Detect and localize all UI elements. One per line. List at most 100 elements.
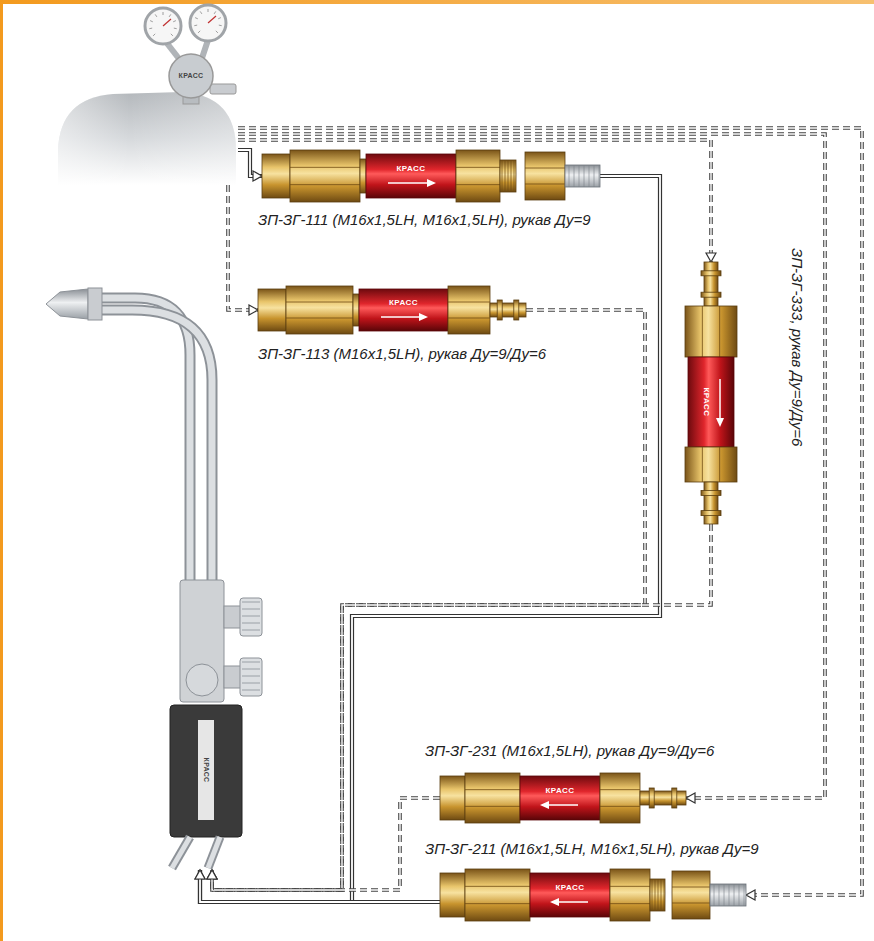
knurl <box>242 683 260 684</box>
hex-edge <box>525 168 565 169</box>
gauge-tick <box>200 11 202 14</box>
dashed-hose-line <box>228 185 258 310</box>
line-outline <box>212 524 711 890</box>
hose-rib <box>724 884 725 906</box>
gauge-tick <box>208 9 209 12</box>
gauge-tick <box>198 31 200 33</box>
hose-rib <box>739 884 740 906</box>
thread-line <box>508 160 509 192</box>
nipple-barb <box>701 511 721 516</box>
hose-rib <box>714 884 715 906</box>
nipple-barb <box>701 271 721 276</box>
hose-rib <box>734 884 735 906</box>
line-core <box>200 870 440 902</box>
flashback-arrestor: КРАССЗП-ЗГ-333, рукав Ду=9/Ду=6 <box>680 262 742 524</box>
gas-cylinder: КРАСС <box>58 0 238 185</box>
gauge-tick <box>216 31 218 33</box>
gauge-tick <box>214 11 216 14</box>
torch-tube <box>80 298 190 580</box>
red-body <box>359 289 448 331</box>
regulator-outlet <box>210 84 236 94</box>
line-core <box>238 140 711 262</box>
hose-rib <box>569 165 570 187</box>
thread-line <box>502 160 503 192</box>
hex-edge <box>286 318 353 319</box>
dashed-hose-line <box>212 524 711 890</box>
brass-body <box>360 159 366 193</box>
torch-tube <box>80 310 212 610</box>
hose-nipple <box>704 482 718 524</box>
gauge-tick <box>194 25 197 27</box>
line-outline <box>238 150 262 176</box>
hex-nut <box>290 150 360 202</box>
illustration <box>58 0 238 185</box>
illustration <box>262 147 600 205</box>
nipple-barb <box>701 292 721 297</box>
gauge-tick <box>173 21 176 22</box>
hex-nut <box>525 152 565 200</box>
gauge-needle <box>208 16 216 23</box>
hex-edge <box>600 806 640 807</box>
flashback-arrestor: КРАССЗП-ЗГ-211 (М16х1,5LH, М16х1,5LH), р… <box>440 866 746 924</box>
handle-label <box>198 720 214 820</box>
torch-tube <box>80 310 212 610</box>
model-label: ЗП-ЗГ-111 (М16х1,5LH, М16х1,5LH), рукав … <box>258 211 591 229</box>
hose-nipple <box>704 262 718 306</box>
gauge-tick <box>195 18 198 19</box>
gas-cylinder <box>58 92 236 185</box>
hose-nipple <box>565 165 600 187</box>
brand-mark: КРАСС <box>166 71 216 81</box>
hex-edge <box>719 447 720 482</box>
brand-mark: КРАСС <box>701 357 711 447</box>
hose-line <box>238 150 262 176</box>
thread-line <box>652 879 653 911</box>
line-outline <box>238 140 711 262</box>
hose-nipple <box>172 837 190 868</box>
hex-edge <box>525 184 565 185</box>
hex-nut <box>465 773 520 823</box>
flow-arrow-head <box>419 313 428 321</box>
gauge-tick <box>171 34 173 36</box>
gauge-needle <box>163 19 171 26</box>
red-body <box>688 357 734 447</box>
model-label: ЗП-ЗГ-333, рукав Ду=9/Ду=6 <box>788 248 806 446</box>
hose-rib <box>744 884 745 906</box>
brass-body <box>440 776 465 820</box>
gauge-tick <box>150 21 153 22</box>
hex-nut <box>465 869 530 921</box>
line-outline <box>212 310 645 890</box>
flashback-arrestor: КРАССЗП-ЗГ-231 (М16х1,5LH), рукав Ду=9/Д… <box>440 768 686 828</box>
illustration <box>440 768 686 828</box>
nipple-barb <box>672 788 677 808</box>
hex-edge <box>610 903 650 904</box>
thread-line <box>655 879 656 911</box>
dashed-hose-line <box>212 310 645 890</box>
line-core <box>238 128 862 895</box>
knurl <box>242 602 260 603</box>
hose-nipple <box>208 837 220 868</box>
brass-body <box>440 873 465 917</box>
thread <box>500 160 516 192</box>
dashed-hose-line <box>212 798 440 890</box>
illustration <box>258 285 526 335</box>
hex-edge <box>610 886 650 887</box>
line-outline <box>238 134 825 798</box>
model-label: ЗП-ЗГ-231 (М16х1,5LH), рукав Ду=9/Ду=6 <box>425 742 714 760</box>
hose-nipple <box>640 791 686 805</box>
line-outline <box>200 870 440 902</box>
thread <box>650 879 665 911</box>
gauge-tick <box>149 28 152 30</box>
flow-arrow-head <box>550 898 559 906</box>
thread-line <box>505 160 506 192</box>
flow-arrow-head <box>427 179 436 187</box>
hex-edge <box>702 447 703 482</box>
line-outline <box>228 185 258 310</box>
hex-edge <box>672 903 710 904</box>
illustration <box>440 866 746 924</box>
hex-edge <box>456 184 500 185</box>
hose-line <box>200 176 660 902</box>
frame-left <box>0 0 3 941</box>
line-core <box>212 798 440 890</box>
knurl <box>242 676 260 677</box>
